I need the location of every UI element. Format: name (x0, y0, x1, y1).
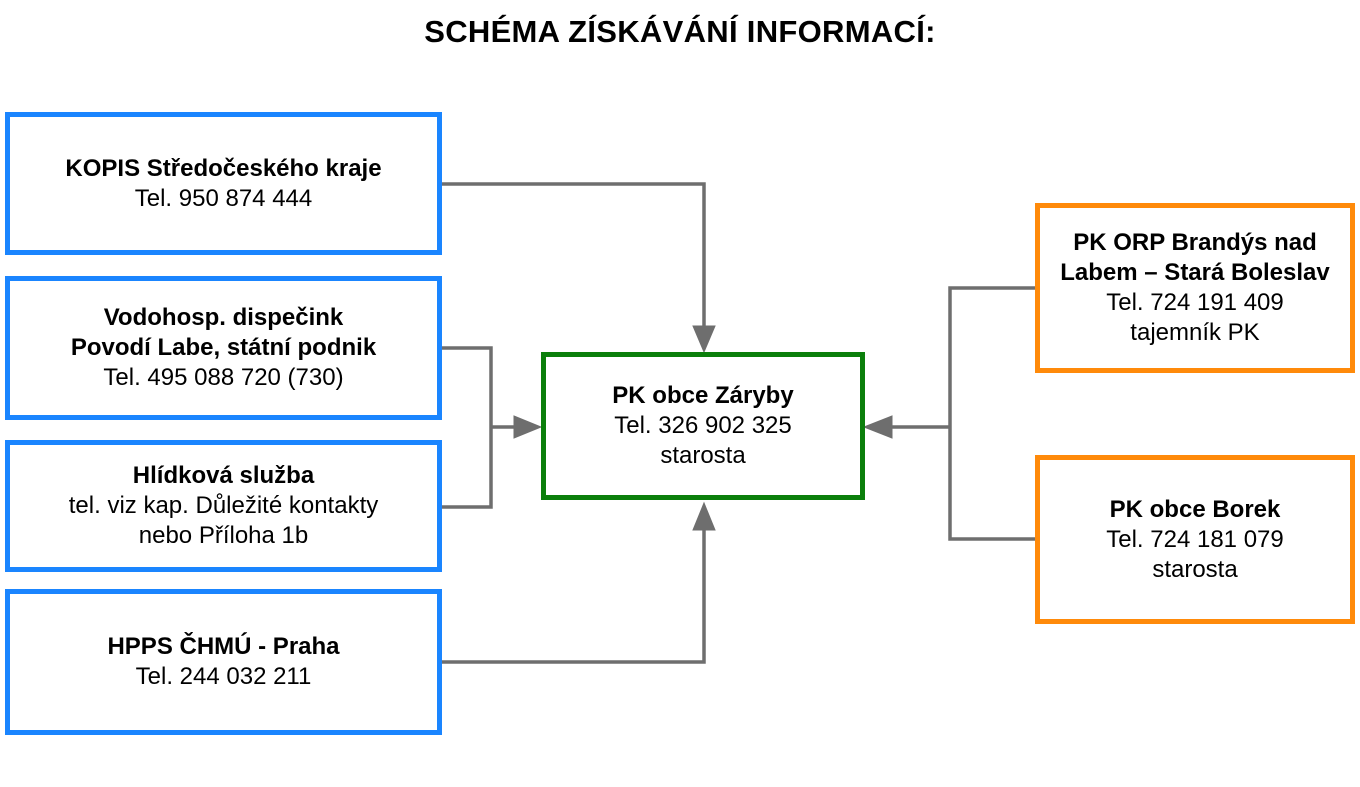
hpps-name: HPPS ČHMÚ - Praha (107, 633, 340, 660)
borek-role: starosta (1152, 555, 1238, 583)
hlidkova-name: Hlídková služba (132, 462, 315, 489)
orp-phone: Tel. 724 191 409 (1106, 289, 1284, 316)
diagram-title: SCHÉMA ZÍSKÁVÁNÍ INFORMACÍ: (424, 14, 936, 49)
kopis-name: KOPIS Středočeského kraje (65, 154, 382, 182)
orp-name-line2: Labem – Stará Boleslav (1060, 259, 1330, 286)
center-box: PK obce Záryby Tel. 326 902 325 starosta (541, 352, 865, 500)
neighbor-orp-box: PK ORP Brandýs nad Labem – Stará Bolesla… (1035, 203, 1355, 373)
hpps-phone: Tel. 244 032 211 (135, 663, 312, 690)
hlidkova-info-line2: nebo Příloha 1b (138, 522, 309, 549)
borek-name: PK obce Borek (1109, 495, 1281, 523)
connector-hpps (442, 526, 706, 664)
center-name: PK obce Záryby (612, 382, 794, 409)
borek-phone: Tel. 724 181 079 (1106, 525, 1284, 553)
source-kopis-box: KOPIS Středočeského kraje Tel. 950 874 4… (5, 112, 442, 255)
connector-kopis (442, 182, 706, 330)
connector-vodohosp (442, 346, 493, 509)
orp-role: tajemník PK (1130, 319, 1260, 346)
arrowhead-bottom (692, 501, 716, 531)
kopis-phone: Tel. 950 874 444 (134, 184, 313, 212)
orp-name-line1: PK ORP Brandýs nad (1073, 229, 1317, 256)
source-vodohosp-box: Vodohosp. dispečink Povodí Labe, státní … (5, 276, 442, 420)
arrowhead-right (862, 415, 893, 439)
connector-neighbors (948, 286, 1036, 541)
source-hpps-box: HPPS ČHMÚ - Praha Tel. 244 032 211 (5, 589, 442, 735)
vodohosp-name-line2: Povodí Labe, státní podnik (70, 334, 377, 361)
hlidkova-info-line1: tel. viz kap. Důležité kontakty (68, 492, 379, 519)
center-phone: Tel. 326 902 325 (614, 412, 792, 439)
arrowhead-top (692, 325, 716, 354)
vodohosp-phone: Tel. 495 088 720 (730) (103, 364, 344, 391)
arrowhead-left (513, 415, 543, 439)
neighbor-borek-box: PK obce Borek Tel. 724 181 079 starosta (1035, 455, 1355, 624)
source-hlidkova-box: Hlídková služba tel. viz kap. Důležité k… (5, 440, 442, 572)
center-role: starosta (660, 442, 746, 469)
vodohosp-name-line1: Vodohosp. dispečink (103, 304, 344, 331)
